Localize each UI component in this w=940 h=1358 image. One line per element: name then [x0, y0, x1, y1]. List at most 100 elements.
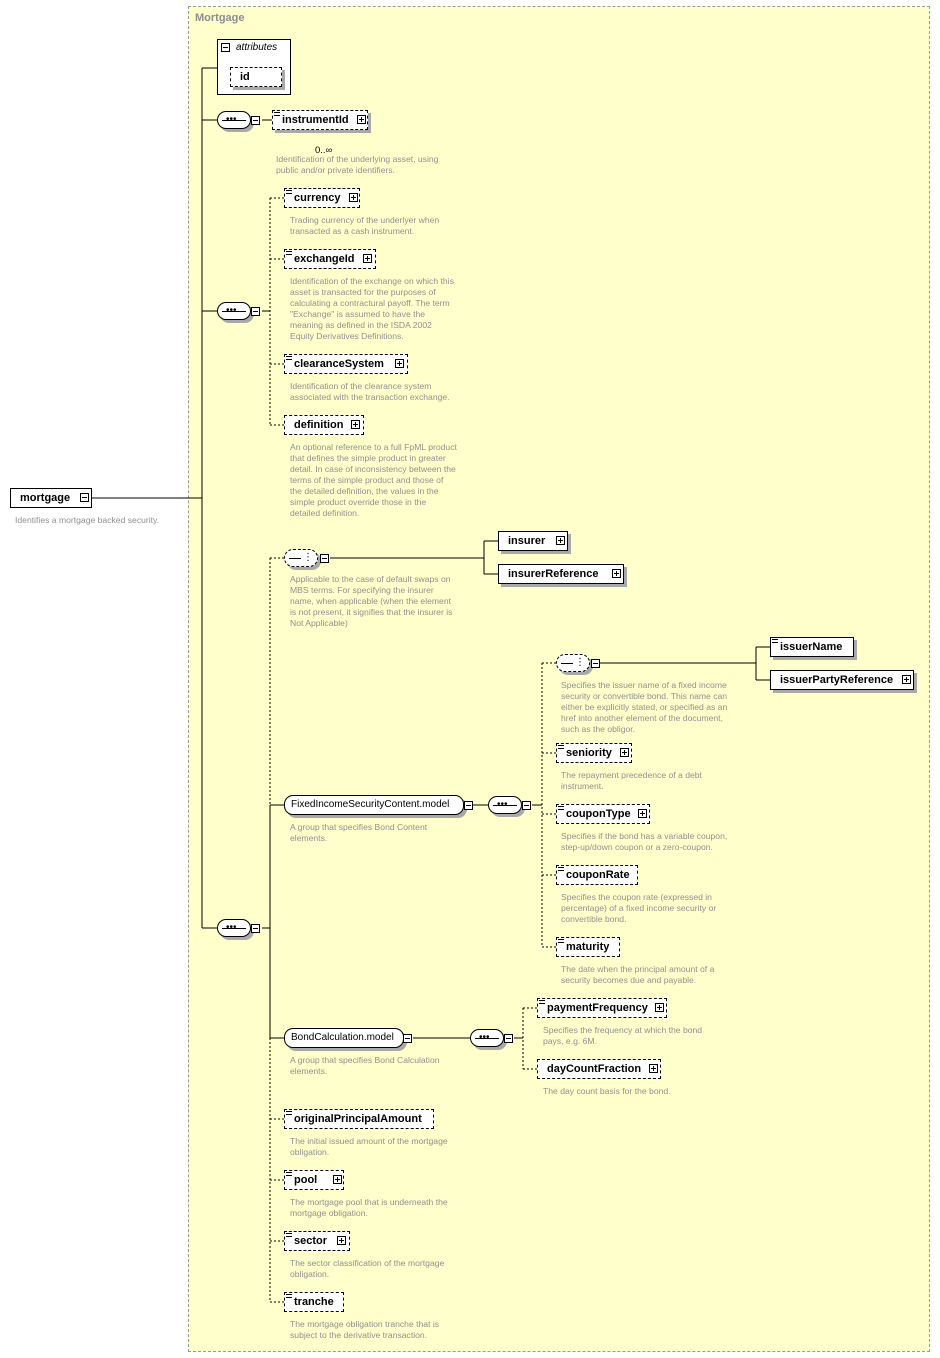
insurer-choice-description: Applicable to the case of default swaps …: [290, 574, 453, 628]
group-fixed-income-security-content[interactable]: FixedIncomeSecurityContent.model: [284, 795, 464, 815]
fixed-income-group-description: A group that specifies Bond Content elem…: [290, 822, 428, 843]
issuer-choice-description: Specifies the issuer name of a fixed inc…: [561, 680, 728, 734]
currency-description: Trading currency of the underlyer when t…: [290, 215, 440, 236]
element-label: pool: [294, 1174, 318, 1186]
panel-title: Mortgage: [195, 12, 245, 24]
expand-icon[interactable]: [612, 569, 621, 578]
expand-icon[interactable]: [395, 359, 404, 368]
expand-icon[interactable]: [333, 1175, 342, 1184]
element-label: definition: [294, 419, 344, 431]
element-coupon-rate[interactable]: couponRate: [556, 865, 638, 885]
cardinality-label: 0..∞: [315, 145, 333, 156]
coupon-rate-description: Specifies the coupon rate (expressed in …: [561, 892, 717, 924]
element-label: originalPrincipalAmount: [294, 1113, 422, 1125]
element-coupon-type[interactable]: couponType: [556, 804, 650, 824]
expand-icon[interactable]: [638, 809, 647, 818]
sequence-compositor-icon: •••: [217, 111, 251, 129]
collapse-icon[interactable]: [251, 307, 260, 316]
element-exchange-id[interactable]: exchangeId: [284, 249, 376, 269]
collapse-icon[interactable]: [80, 493, 89, 502]
element-issuer-name[interactable]: issuerName: [770, 637, 854, 657]
element-label: insurer: [508, 535, 546, 547]
collapse-icon[interactable]: [320, 554, 329, 563]
element-label: maturity: [566, 941, 610, 953]
expand-icon[interactable]: [363, 254, 372, 263]
element-label: issuerPartyReference: [780, 674, 894, 686]
element-pool[interactable]: pool: [284, 1170, 344, 1190]
element-label: instrumentId: [282, 114, 349, 126]
element-label: insurerReference: [508, 568, 599, 580]
original-principal-amount-description: The initial issued amount of the mortgag…: [290, 1136, 448, 1157]
element-label: currency: [294, 192, 341, 204]
clearance-system-description: Identification of the clearance system a…: [290, 381, 450, 402]
element-currency[interactable]: currency: [284, 188, 360, 208]
sequence-compositor-icon: •••: [217, 919, 251, 937]
day-count-fraction-description: The day count basis for the bond.: [543, 1086, 671, 1096]
pool-description: The mortgage pool that is underneath the…: [290, 1197, 448, 1218]
group-bond-calculation[interactable]: BondCalculation.model: [284, 1028, 404, 1048]
element-original-principal-amount[interactable]: originalPrincipalAmount: [284, 1109, 434, 1129]
expand-icon[interactable]: [655, 1003, 664, 1012]
element-sector[interactable]: sector: [284, 1231, 350, 1251]
element-insurer[interactable]: insurer: [498, 531, 568, 551]
element-maturity[interactable]: maturity: [556, 937, 620, 957]
collapse-icon[interactable]: [504, 1034, 513, 1043]
seniority-description: The repayment precedence of a debt instr…: [561, 770, 702, 791]
choice-compositor-icon: ⋮: [556, 654, 590, 672]
bond-calc-group-description: A group that specifies Bond Calculation …: [290, 1055, 440, 1076]
attributes-label: attributes: [236, 42, 278, 53]
element-issuer-party-reference[interactable]: issuerPartyReference: [770, 670, 914, 690]
expand-icon[interactable]: [620, 748, 629, 757]
expand-icon[interactable]: [649, 1064, 658, 1073]
instrument-description: Identification of the underlying asset, …: [276, 154, 439, 175]
definition-description: An optional reference to a full FpML pro…: [290, 442, 457, 518]
element-label: tranche: [294, 1296, 334, 1308]
element-payment-frequency[interactable]: paymentFrequency: [537, 998, 667, 1018]
element-label: seniority: [566, 747, 612, 759]
element-instrument-id[interactable]: instrumentId: [272, 110, 368, 130]
element-label: couponRate: [566, 869, 630, 881]
element-label: couponType: [566, 808, 631, 820]
element-definition[interactable]: definition: [284, 415, 364, 435]
element-seniority[interactable]: seniority: [556, 743, 632, 763]
sequence-compositor-icon: •••: [470, 1029, 504, 1047]
collapse-icon[interactable]: [591, 659, 600, 668]
group-label: FixedIncomeSecurityContent.model: [291, 799, 450, 810]
maturity-description: The date when the principal amount of a …: [561, 964, 715, 985]
element-insurer-reference[interactable]: insurerReference: [498, 564, 624, 584]
collapse-icon[interactable]: [251, 924, 260, 933]
root-element-mortgage[interactable]: mortgage: [10, 488, 92, 508]
payment-frequency-description: Specifies the frequency at which the bon…: [543, 1025, 703, 1046]
attribute-id[interactable]: id: [230, 67, 282, 87]
element-label: clearanceSystem: [294, 358, 384, 370]
element-label: paymentFrequency: [547, 1002, 648, 1014]
expand-icon[interactable]: [902, 675, 911, 684]
expand-icon[interactable]: [349, 193, 358, 202]
collapse-icon[interactable]: [221, 43, 230, 52]
choice-compositor-icon: ⋮: [284, 549, 318, 567]
collapse-icon[interactable]: [251, 116, 260, 125]
element-day-count-fraction[interactable]: dayCountFraction: [537, 1059, 661, 1079]
root-element-label: mortgage: [20, 492, 71, 504]
tranche-description: The mortgage obligation tranche that is …: [290, 1319, 440, 1340]
element-label: dayCountFraction: [547, 1063, 642, 1075]
expand-icon[interactable]: [337, 1236, 346, 1245]
element-label: exchangeId: [294, 253, 355, 265]
expand-icon[interactable]: [556, 536, 565, 545]
coupon-type-description: Specifies if the bond has a variable cou…: [561, 831, 728, 852]
element-clearance-system[interactable]: clearanceSystem: [284, 354, 408, 374]
element-label: sector: [294, 1235, 328, 1247]
expand-icon[interactable]: [351, 420, 360, 429]
collapse-icon[interactable]: [403, 1034, 412, 1043]
sequence-compositor-icon: •••: [217, 302, 251, 320]
element-label: issuerName: [780, 641, 843, 653]
expand-icon[interactable]: [357, 115, 366, 124]
collapse-icon[interactable]: [522, 801, 531, 810]
sequence-compositor-icon: •••: [488, 796, 522, 814]
exchange-id-description: Identification of the exchange on which …: [290, 276, 454, 341]
element-tranche[interactable]: tranche: [284, 1292, 344, 1312]
collapse-icon[interactable]: [464, 801, 473, 810]
sector-description: The sector classification of the mortgag…: [290, 1258, 445, 1279]
